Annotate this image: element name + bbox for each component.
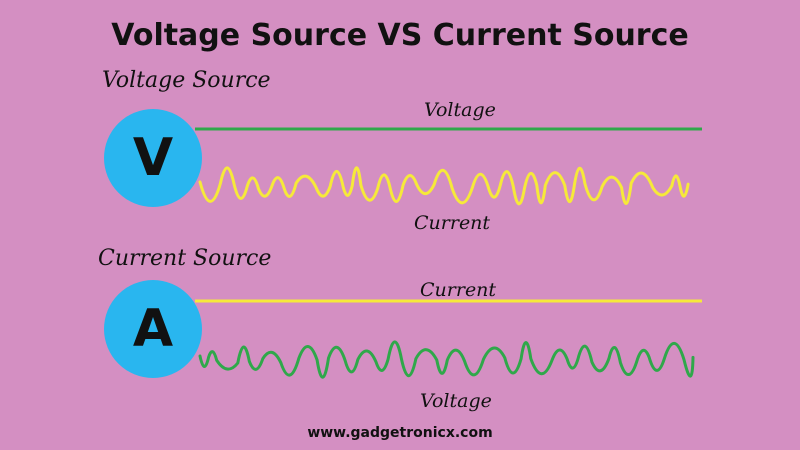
voltage-source-label: Voltage Source xyxy=(102,68,271,93)
current-source-icon: A xyxy=(104,280,202,378)
voltage-source-icon: V xyxy=(104,109,202,207)
voltage-wave-label: Voltage xyxy=(420,390,492,412)
current-wave-label: Current xyxy=(414,212,491,234)
current-wave xyxy=(198,166,690,206)
website-url: www.gadgetronicx.com xyxy=(307,425,493,441)
voltage-wave xyxy=(198,340,695,379)
voltage-line-label: Voltage xyxy=(424,99,496,121)
current-line-label: Current xyxy=(420,279,497,301)
page-title: Voltage Source VS Current Source xyxy=(111,18,689,53)
current-source-label: Current Source xyxy=(98,246,272,271)
